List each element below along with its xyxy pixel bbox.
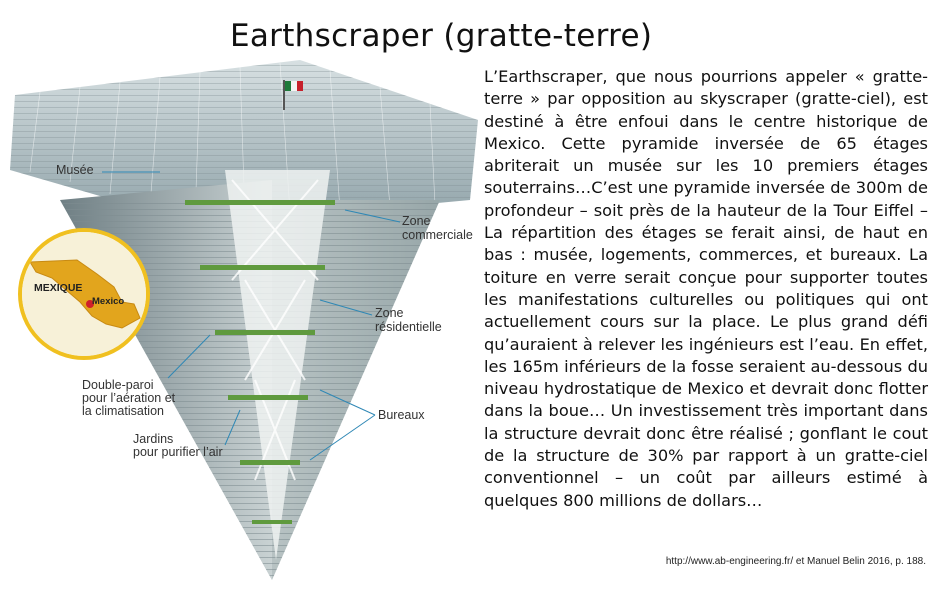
label-jardins-line2: pour purifier l’air [133, 445, 223, 459]
garden-terraces [185, 200, 335, 524]
label-double-paroi-line2: pour l’aération et [82, 391, 176, 405]
mexico-city-dot [86, 300, 94, 308]
earthscraper-illustration [10, 60, 478, 580]
label-bureaux: Bureaux [378, 408, 425, 422]
map-country-label: MEXIQUE [34, 282, 83, 294]
label-zone-commerciale-line2: commerciale [402, 228, 473, 242]
description-paragraph: L’Earthscraper, que nous pourrions appel… [484, 67, 928, 510]
label-zone-commerciale-line1: Zone [402, 214, 431, 228]
source-citation: http://www.ab-engineering.fr/ et Manuel … [665, 556, 926, 567]
map-city-label: Mexico [92, 296, 125, 307]
mexico-country-shape [29, 259, 141, 329]
label-zone-residentielle-line2: résidentielle [375, 320, 442, 334]
label-zone-residentielle-line1: Zone [375, 306, 404, 320]
mexico-location-map: MEXIQUE Mexico [18, 228, 150, 360]
label-musee: Musée [56, 163, 94, 177]
page-title: Earthscraper (gratte-terre) [230, 18, 653, 54]
label-double-paroi-line1: Double-paroi [82, 378, 154, 392]
label-jardins-line1: Jardins [133, 432, 174, 446]
label-double-paroi-line3: la climatisation [82, 404, 164, 418]
